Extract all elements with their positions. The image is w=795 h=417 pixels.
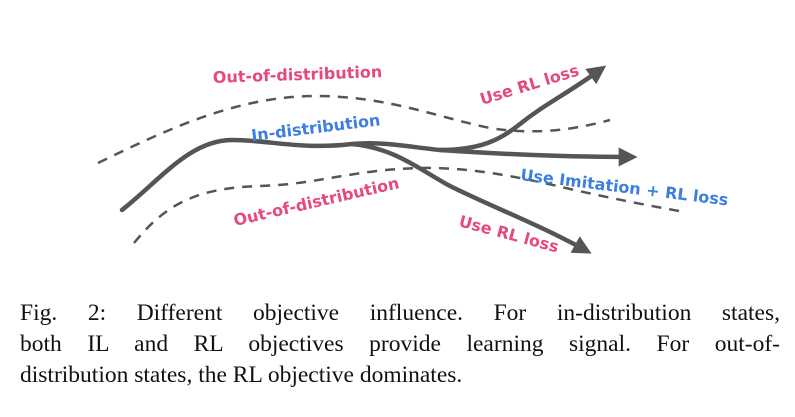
label-out-of-distribution-bottom: Out-of-distribution	[232, 173, 401, 230]
caption-line-2: both IL and RL objectives provide learni…	[20, 331, 780, 357]
label-use-rl-loss-lower: Use RL loss	[457, 212, 561, 257]
label-use-rl-loss-upper: Use RL loss	[478, 61, 582, 109]
caption-line-1: Fig. 2: Different objective influence. F…	[20, 300, 780, 326]
label-in-distribution: In-distribution	[250, 110, 381, 145]
lower-branch-arrow	[351, 141, 592, 254]
middle-branch-arrow	[439, 147, 638, 167]
label-use-imitation-rl-loss: Use Imitation + RL loss	[520, 165, 730, 209]
figure-caption: Fig. 2: Different objective influence. F…	[20, 298, 780, 391]
objective-diagram: Out-of-distribution In-distribution Out-…	[97, 61, 730, 257]
caption-line-3: distribution states, the RL objective do…	[20, 362, 463, 388]
upper-branch-arrow	[439, 65, 607, 153]
main-trajectory	[119, 137, 443, 213]
label-out-of-distribution-top: Out-of-distribution	[212, 62, 382, 87]
